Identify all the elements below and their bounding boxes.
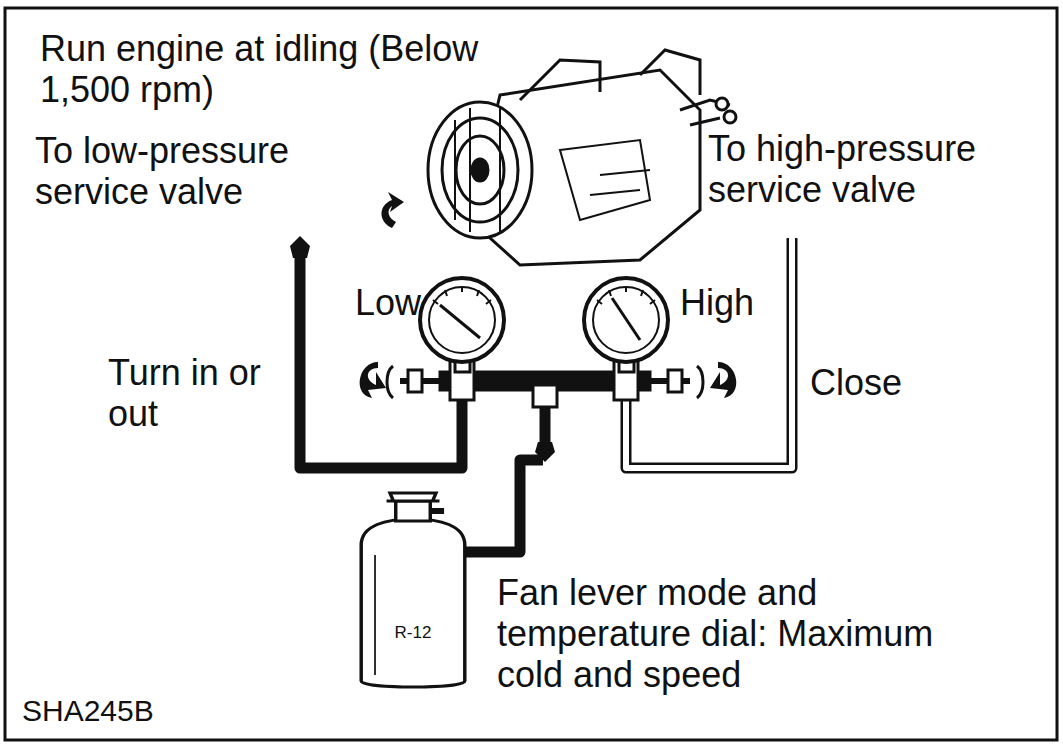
figure-code: SHA245B bbox=[22, 690, 222, 731]
can-label: R-12 bbox=[352, 623, 474, 643]
refrigerant-can: R-12 bbox=[352, 485, 474, 693]
valve-instruction: Turn in or out bbox=[108, 352, 268, 434]
hose-label: To high-pressure service valve bbox=[708, 128, 1043, 210]
hose-label: To low-pressure service valve bbox=[35, 130, 355, 212]
valve-instruction: Close bbox=[810, 362, 950, 403]
gauge-label: High bbox=[680, 282, 780, 323]
low-hose bbox=[300, 250, 462, 468]
pressure-gauge bbox=[420, 278, 668, 372]
instruction-note: Run engine at idling (Below 1,500 rpm) bbox=[40, 28, 480, 110]
can-outline bbox=[352, 485, 474, 693]
valve-knob bbox=[360, 362, 737, 398]
compressor bbox=[428, 50, 736, 265]
frame bbox=[5, 8, 1057, 740]
rotation-arrow bbox=[382, 192, 405, 228]
manifold bbox=[387, 360, 703, 407]
setting-note: Fan lever mode and temperature dial: Max… bbox=[497, 572, 967, 695]
hose-end bbox=[290, 236, 310, 258]
gauge-label: Low bbox=[355, 282, 435, 323]
